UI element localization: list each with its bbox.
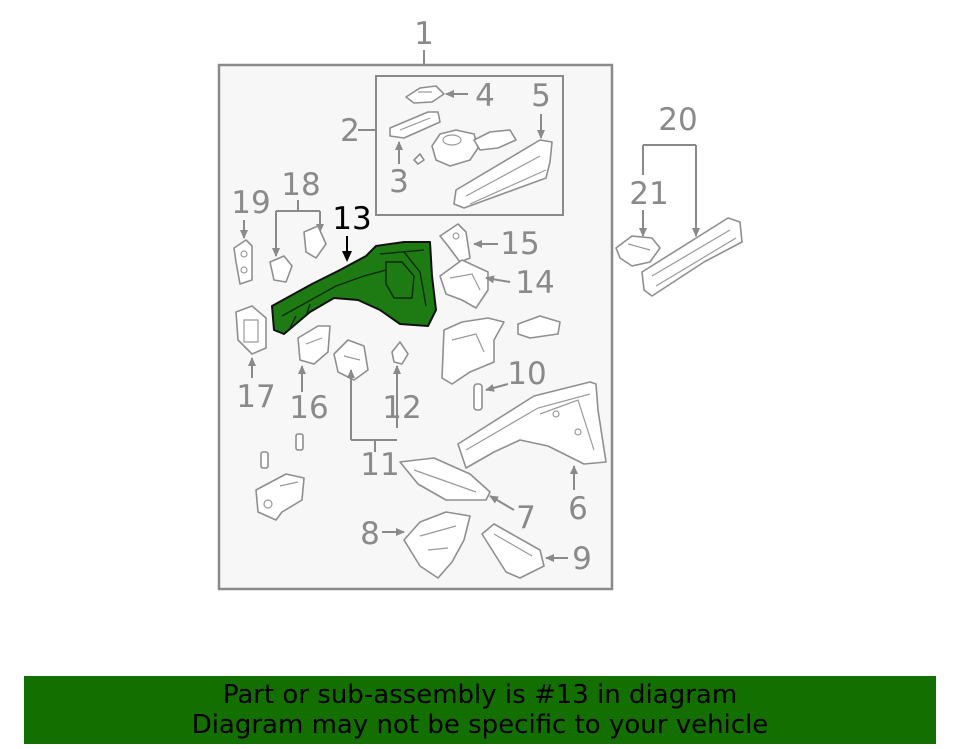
callout-1: 1	[414, 16, 434, 52]
callout-5: 5	[531, 78, 551, 114]
parts-diagram: 1 2 3 4 5 6 7 8 9 10 11 12 13 14 15 16 1…	[217, 16, 743, 591]
part-19	[233, 220, 253, 285]
callout-12: 12	[382, 390, 421, 426]
part-13-highlighted	[271, 236, 437, 335]
part-9	[481, 523, 568, 579]
part-3	[389, 111, 441, 165]
part-11	[333, 339, 369, 381]
part-tower	[431, 129, 517, 167]
part-small-bracket	[517, 315, 561, 339]
part-17	[235, 305, 267, 378]
callout-4: 4	[475, 78, 495, 114]
callout-9: 9	[572, 541, 592, 577]
callout-6: 6	[568, 491, 588, 527]
callout-13: 13	[332, 201, 371, 237]
part-10	[473, 383, 509, 411]
part-lower-bracket	[255, 473, 305, 521]
part-7	[399, 457, 515, 511]
part-12	[391, 341, 409, 365]
part-clip-a	[295, 433, 304, 451]
callout-16: 16	[289, 390, 328, 426]
callout-17: 17	[236, 379, 275, 415]
callout-15: 15	[500, 226, 539, 262]
part-bracket-large	[441, 317, 505, 385]
callout-10: 10	[507, 356, 546, 392]
callout-11: 11	[360, 447, 399, 483]
banner-line-1: Part or sub-assembly is #13 in diagram	[222, 680, 738, 710]
callout-21: 21	[629, 176, 668, 212]
part-20	[641, 217, 743, 297]
callout-7: 7	[516, 500, 536, 536]
notice-banner: Part or sub-assembly is #13 in diagram D…	[24, 676, 936, 744]
part-5	[453, 114, 553, 209]
part-6	[457, 381, 607, 490]
banner-line-2: Diagram may not be specific to your vehi…	[191, 710, 769, 740]
part-8	[382, 511, 471, 579]
callout-14: 14	[515, 265, 554, 301]
callout-8: 8	[360, 516, 380, 552]
callout-20: 20	[658, 102, 697, 138]
callout-3: 3	[389, 164, 409, 200]
part-clip-b	[260, 451, 269, 469]
callout-19: 19	[231, 185, 270, 221]
part-16	[297, 325, 331, 392]
part-14	[439, 259, 511, 309]
part-15	[439, 223, 498, 263]
callout-18: 18	[281, 167, 320, 203]
part-21	[615, 235, 661, 267]
part-18	[269, 225, 327, 283]
callout-2: 2	[340, 113, 360, 149]
part-4	[405, 85, 468, 104]
